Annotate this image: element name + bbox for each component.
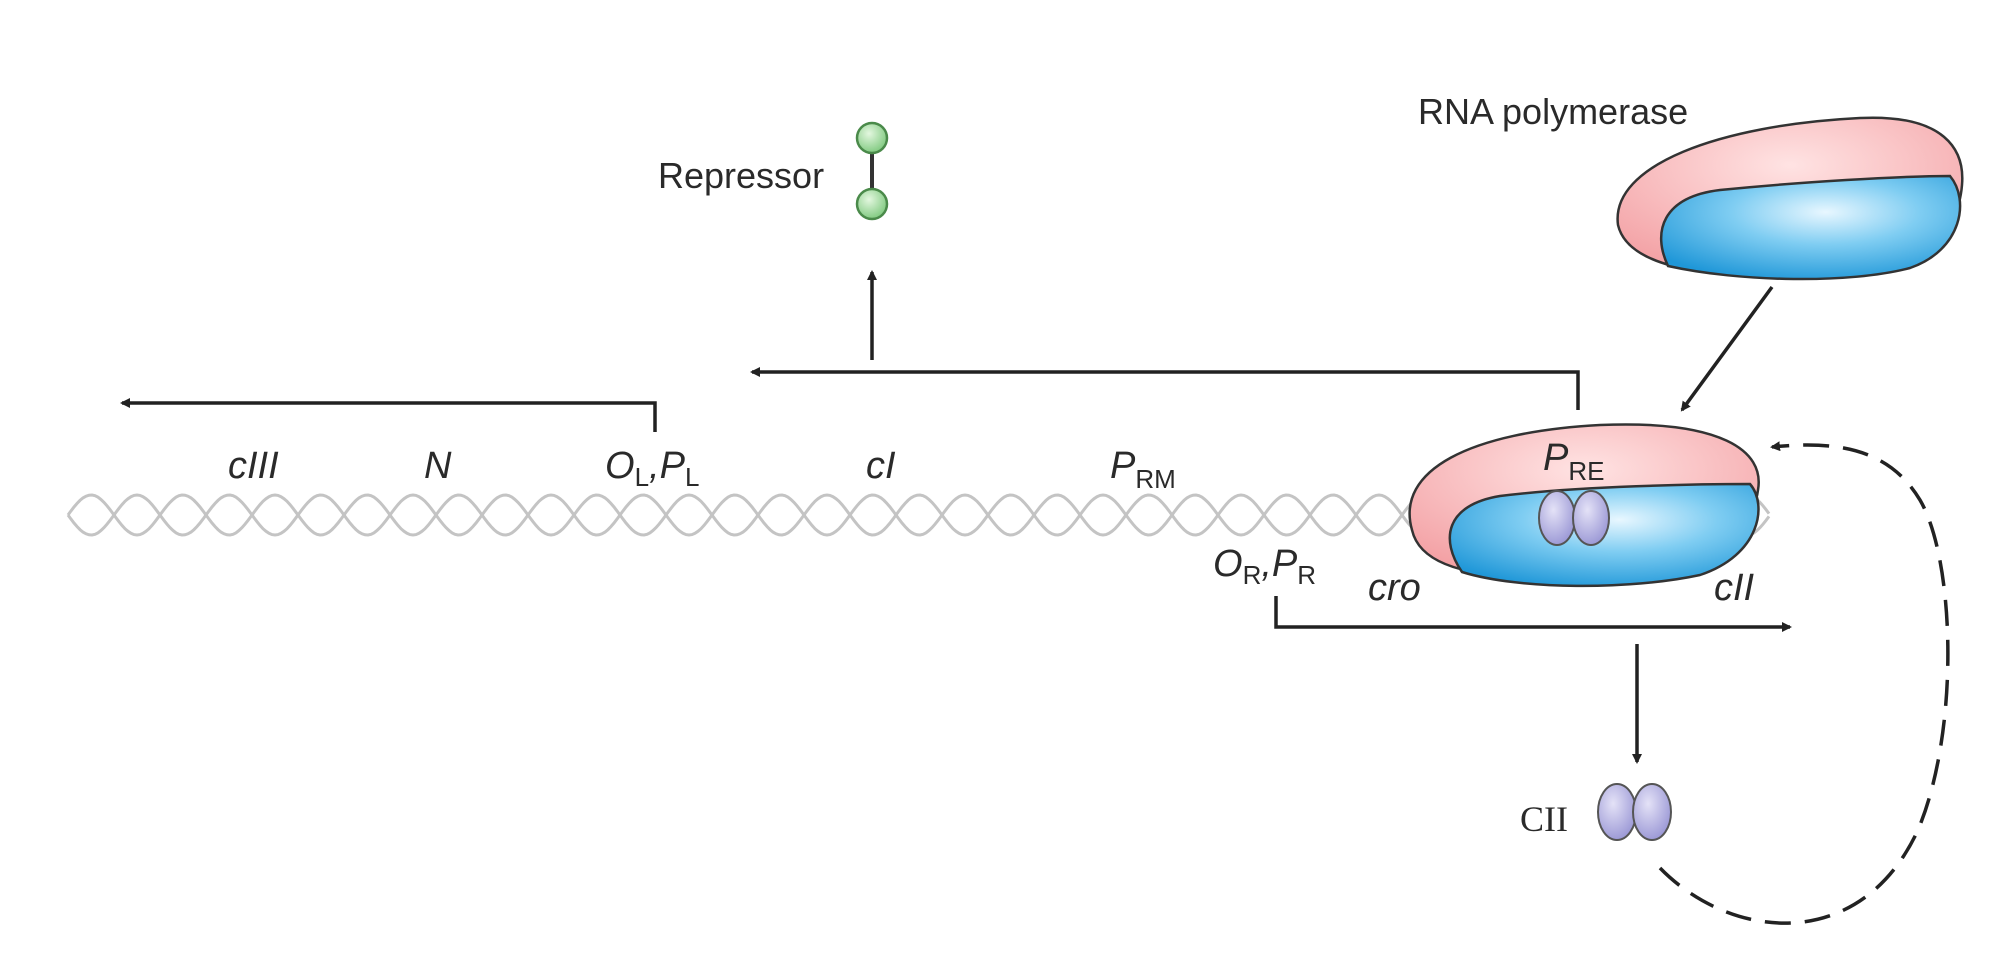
or-pr-label: OR,PR	[1213, 543, 1316, 590]
prm-label: PRM	[1110, 445, 1176, 494]
pre-label: PRE	[1543, 437, 1604, 486]
rna-polymerase-label: RNA polymerase	[1418, 91, 1688, 132]
cii-activation-feedback-arrow	[1658, 441, 1950, 925]
repressor-label: Repressor	[658, 155, 824, 196]
cii-bound-subunit-1	[1538, 490, 1576, 546]
pre-transcript-arrow	[750, 367, 1580, 410]
gene-ci-label: cI	[866, 445, 896, 487]
gene-cii-label: cII	[1714, 567, 1755, 609]
gene-ciii-label: cIII	[228, 445, 279, 487]
gene-cro-label: cro	[1368, 567, 1421, 609]
cii-protein-icon	[1597, 783, 1672, 841]
gene-n-label: N	[424, 445, 452, 487]
rna-polymerase-bound	[1408, 423, 1760, 588]
cii-bound-subunit-2	[1572, 490, 1610, 546]
cii-protein-label: CII	[1520, 799, 1568, 839]
pr-transcript-arrow	[1274, 596, 1792, 632]
ol-pl-label: OL,PL	[605, 445, 699, 492]
repressor-dimer-icon	[855, 121, 889, 221]
pl-transcript-arrow	[120, 398, 657, 432]
polymerase-binding-arrow	[1680, 285, 1774, 412]
rna-polymerase-free	[1616, 116, 1964, 281]
polymerase-inner-subunit	[1659, 174, 1962, 281]
